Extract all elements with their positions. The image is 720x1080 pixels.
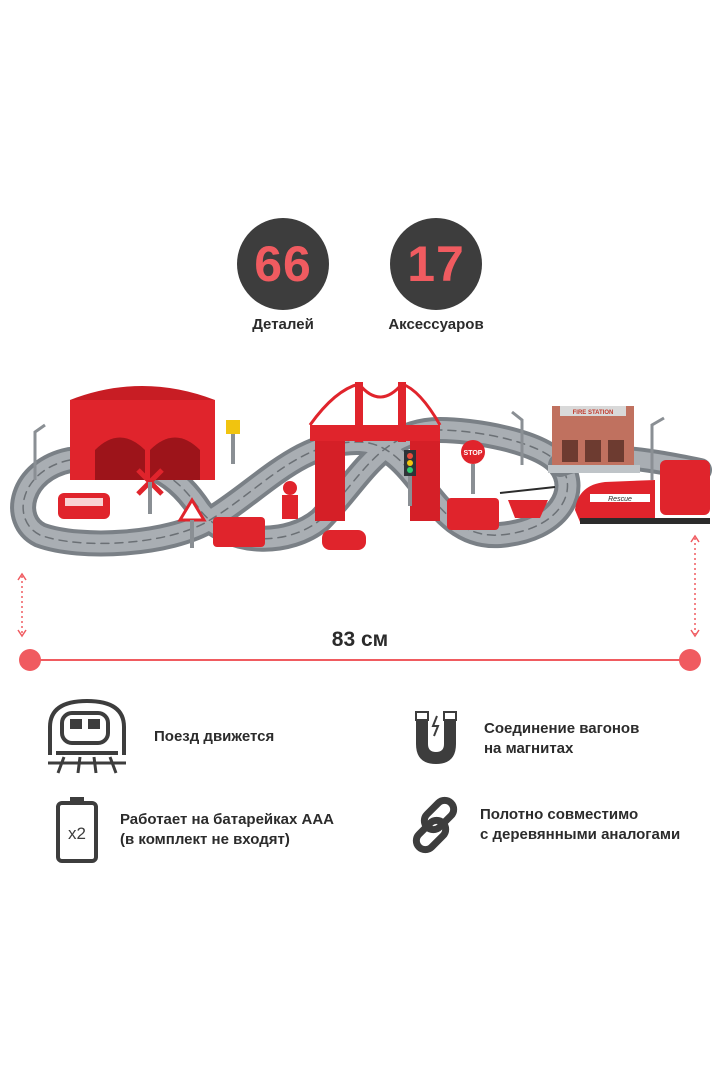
magnet-icon — [415, 711, 457, 764]
train-tunnel-icon — [48, 698, 126, 774]
svg-text:x2: x2 — [68, 824, 86, 843]
feature-magnetic-coupling: Соединение вагонов на магнитах — [410, 708, 639, 770]
train-label: Rescue — [608, 496, 632, 503]
feature-train-moves-text: Поезд движется — [154, 728, 275, 745]
road-signs — [136, 420, 240, 548]
street-lamps — [33, 410, 665, 480]
tunnel — [70, 386, 215, 480]
feature-wooden-line1: Полотно совместимо — [480, 806, 639, 823]
chain-link-icon — [412, 796, 458, 854]
feature-wooden-compatible: Полотно совместимо с деревянными аналога… — [404, 794, 680, 856]
parts-count-badge: 66 — [237, 218, 329, 310]
product-photo: STOP FIRE STATION Rescue — [10, 382, 712, 557]
accessories-label: Аксессуаров — [388, 316, 484, 333]
feature-battery-line1: Работает на батарейках ААА — [120, 811, 334, 828]
battery-x2-icon: x2 — [56, 797, 98, 863]
stat-parts: 66 Деталей — [235, 218, 331, 333]
accessories-count: 17 — [407, 236, 465, 292]
feature-magnetic-line1: Соединение вагонов — [484, 720, 640, 737]
toy-vehicles — [58, 486, 556, 550]
accessories-count-badge: 17 — [390, 218, 482, 310]
feature-battery: x2 Работает на батарейках ААА (в комплек… — [54, 795, 334, 865]
firefighter-figure — [282, 481, 298, 519]
stop-sign-text: STOP — [464, 450, 483, 457]
traffic-light — [404, 450, 416, 506]
dimension-line — [17, 534, 701, 671]
toy-train: Rescue — [575, 460, 710, 524]
stop-sign: STOP — [461, 440, 485, 494]
feature-magnetic-line2: на магнитах — [484, 740, 574, 757]
station-sign: FIRE STATION — [573, 410, 614, 416]
feature-train-moves: Поезд движется — [42, 697, 274, 777]
stat-accessories: 17 Аксессуаров — [388, 218, 484, 333]
parts-label: Деталей — [252, 316, 314, 333]
feature-battery-line2: (в комплект не входят) — [120, 831, 290, 848]
fire-station: FIRE STATION — [548, 406, 640, 473]
dimension-label: 83 см — [331, 628, 389, 651]
parts-count: 66 — [254, 236, 312, 292]
feature-wooden-line2: с деревянными аналогами — [480, 826, 681, 843]
